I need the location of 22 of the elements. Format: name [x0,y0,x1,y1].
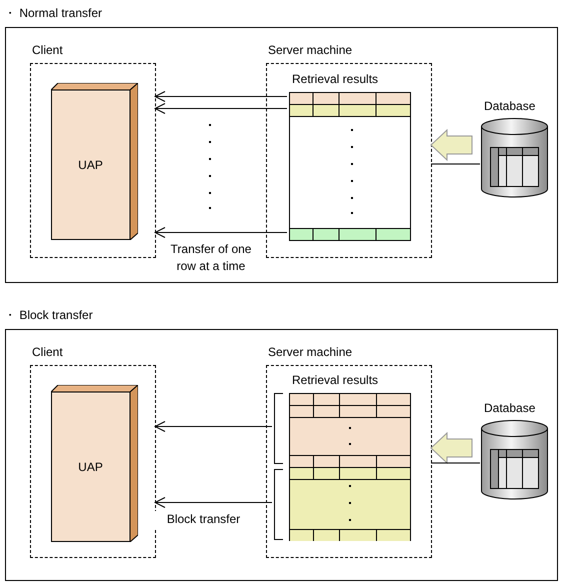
section-heading: ・ Block transfer [4,308,93,322]
connector-line [430,462,480,464]
arrow [154,91,288,102]
database-label: Database [484,99,536,113]
section-heading: ・ Normal transfer [4,6,102,20]
block-arrow [430,432,472,464]
arrow [154,497,272,508]
bracket [274,393,283,464]
database-label: Database [484,401,536,415]
table-label: Retrieval results [292,373,378,387]
group-label: Server machine [268,43,352,57]
group-label: Server machine [268,345,352,359]
arrow [154,227,288,238]
block-label: UAP [77,158,104,172]
group-label: Client [32,345,63,359]
block-label: UAP [77,460,104,474]
arrow [154,421,272,432]
table-label: Retrieval results [292,72,378,86]
arrow [154,103,288,114]
block-arrow [430,128,472,162]
group-label: Client [32,43,63,57]
bracket [274,469,283,540]
